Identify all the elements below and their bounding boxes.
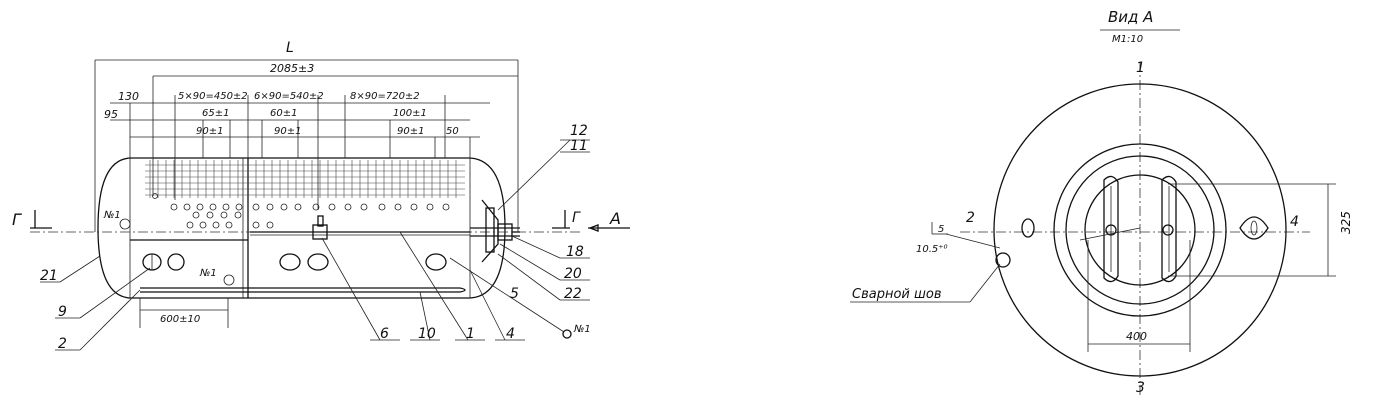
- dim-130: 130: [118, 90, 139, 103]
- callout-10: 10: [418, 326, 436, 342]
- dimension-325: [1168, 183, 1336, 277]
- dim-90-b: 90±1: [274, 126, 301, 137]
- handle-right: [1161, 175, 1177, 283]
- external-ref-circle: [562, 329, 572, 339]
- weld-symbol: 5 10.5⁺⁰: [916, 222, 1001, 255]
- callout-leaders: [40, 139, 590, 351]
- internal-rod: [250, 215, 470, 240]
- dimension-600: [139, 298, 229, 328]
- dim-overall: L: [286, 40, 294, 56]
- hub-right: [1162, 224, 1174, 236]
- dim-325: 325: [1339, 211, 1353, 234]
- dim-length: 2085±3: [270, 62, 314, 75]
- svg-text:Г: Г: [572, 210, 581, 226]
- callout-18: 18: [566, 244, 584, 260]
- dim-600: 600±10: [160, 314, 200, 325]
- section-marker-left: Г: [12, 210, 52, 229]
- callout-21: 21: [40, 268, 58, 284]
- svg-text:Г: Г: [12, 210, 22, 229]
- hole-row-upper: [152, 193, 450, 211]
- callout-5: 5: [510, 286, 519, 302]
- opening-right: [1239, 216, 1269, 240]
- hub-link: [1079, 227, 1141, 241]
- opening-left: [1021, 218, 1035, 238]
- callout-6: 6: [380, 326, 389, 342]
- dim-pitch-2: 6×90=540±2: [254, 91, 324, 102]
- callout-12: 12: [570, 123, 588, 139]
- inner-label-1: №1: [103, 210, 121, 221]
- callout-22: 22: [564, 286, 582, 302]
- axis-label-top: 1: [1136, 60, 1145, 76]
- view-scale: М1:10: [1112, 34, 1143, 45]
- flange-inner: [1065, 155, 1215, 305]
- callout-2: 2: [58, 336, 67, 352]
- view-arrow-label: А: [609, 209, 621, 228]
- dim-90-a: 90±1: [196, 126, 223, 137]
- dim-pitch-1: 5×90=450±2: [178, 91, 248, 102]
- hub-left: [1105, 224, 1117, 236]
- external-ref-label: №1: [573, 324, 591, 335]
- hole-row-lower: [186, 211, 274, 229]
- flange-outer: [1053, 143, 1227, 317]
- axis-label-right: 4: [1290, 214, 1299, 230]
- callout-9: 9: [58, 304, 67, 320]
- manhole-bore: [1084, 174, 1196, 286]
- tube-grid: [145, 160, 465, 198]
- axis-label-left: 2: [966, 210, 975, 226]
- tank-outline: [97, 157, 506, 299]
- dim-50: 50: [446, 126, 459, 137]
- end-fitting-assembly: [470, 199, 520, 263]
- axis-label-bottom: 3: [1136, 380, 1145, 396]
- outer-shell: [993, 83, 1287, 377]
- dimension-400: [1087, 240, 1191, 352]
- section-marker-right: Г А: [552, 209, 630, 232]
- callout-4: 4: [506, 326, 515, 342]
- weld-callout: Сварной шов: [850, 263, 1001, 303]
- dim-400: 400: [1126, 330, 1147, 343]
- view-title: Вид А: [1108, 8, 1153, 26]
- inner-label-2: №1: [199, 268, 217, 279]
- handle-left: [1103, 175, 1119, 283]
- end-view-a: Вид А М1:10: [850, 8, 1353, 396]
- weld-leg: 5: [938, 224, 944, 235]
- callout-1: 1: [466, 326, 475, 342]
- dim-65: 65±1: [202, 108, 229, 119]
- dimension-lines-top: [94, 59, 519, 232]
- weld-mark: [995, 252, 1011, 268]
- manholes: [119, 218, 447, 286]
- dim-95: 95: [104, 108, 118, 121]
- tolerance-label: 10.5⁺⁰: [916, 244, 948, 255]
- callout-20: 20: [564, 266, 582, 282]
- tank-side-view: L 2085±3 130 95 5×90=450±2 6×90=540±2 8×…: [12, 40, 630, 352]
- dim-90-c: 90±1: [397, 126, 424, 137]
- dim-60: 60±1: [270, 108, 297, 119]
- callout-11: 11: [570, 138, 588, 154]
- dim-pitch-3: 8×90=720±2: [350, 91, 420, 102]
- bottom-pipe-end: [459, 287, 466, 293]
- weld-label: Сварной шов: [852, 287, 942, 302]
- dim-100: 100±1: [393, 108, 427, 119]
